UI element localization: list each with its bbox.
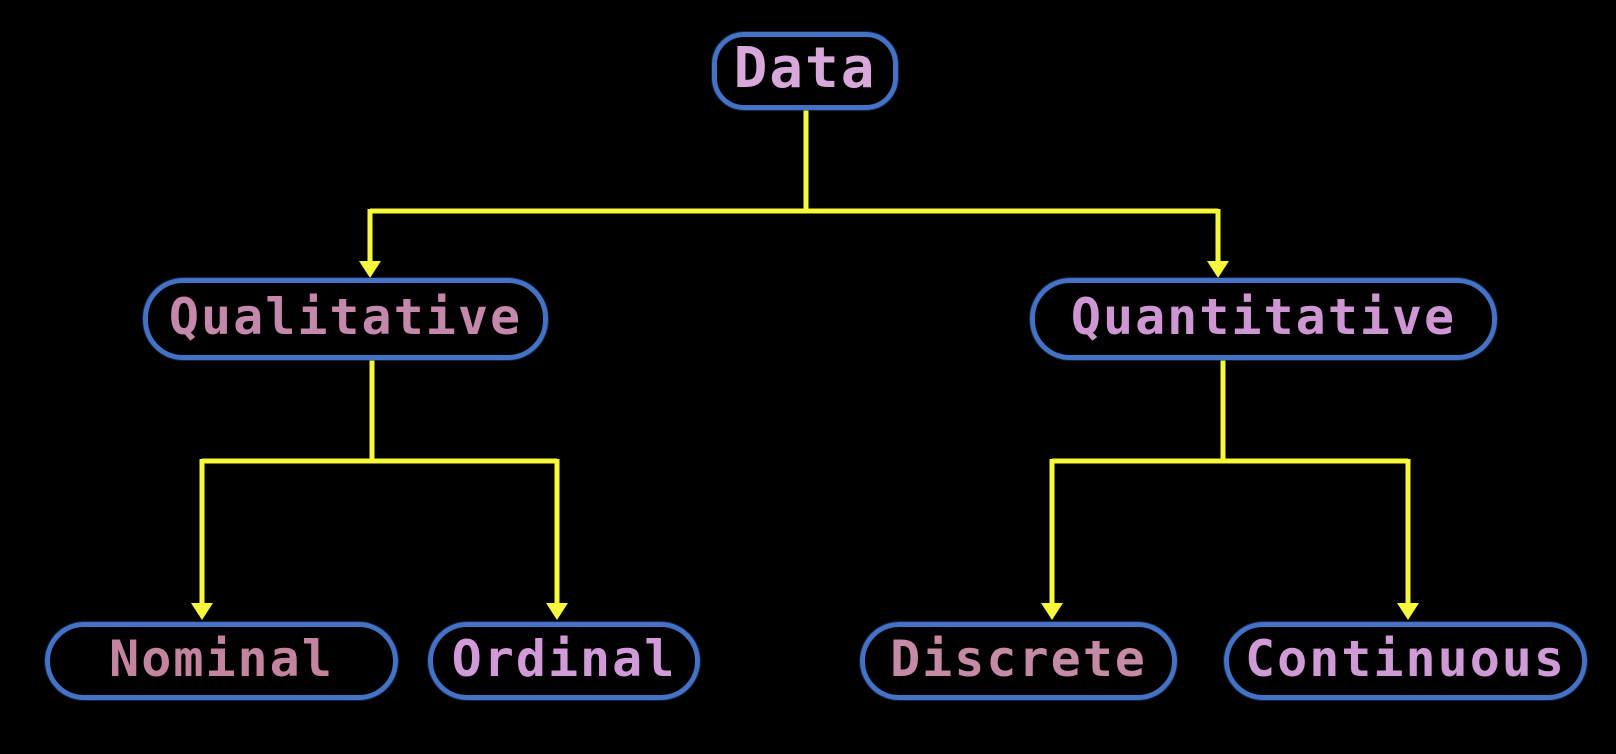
arrowhead-quantitative: [1207, 261, 1229, 278]
arrowhead-qualitative: [359, 261, 381, 278]
node-continuous-label: Continuous: [1244, 630, 1567, 688]
arrowhead-nominal: [191, 603, 213, 620]
node-data: Data: [712, 32, 898, 110]
node-ordinal-label: Ordinal: [451, 630, 677, 688]
node-nominal: Nominal: [45, 622, 398, 700]
node-discrete: Discrete: [860, 622, 1177, 700]
node-ordinal: Ordinal: [428, 622, 700, 700]
node-qualitative-label: Qualitative: [168, 288, 523, 346]
arrowhead-discrete: [1041, 603, 1063, 620]
node-discrete-label: Discrete: [890, 630, 1147, 688]
node-qualitative: Qualitative: [143, 278, 548, 360]
node-data-label: Data: [733, 36, 877, 101]
arrowhead-ordinal: [546, 603, 568, 620]
arrowhead-continuous: [1397, 603, 1419, 620]
node-continuous: Continuous: [1224, 622, 1587, 700]
node-quantitative-label: Quantitative: [1070, 288, 1457, 346]
node-quantitative: Quantitative: [1030, 278, 1497, 360]
node-nominal-label: Nominal: [109, 630, 334, 688]
